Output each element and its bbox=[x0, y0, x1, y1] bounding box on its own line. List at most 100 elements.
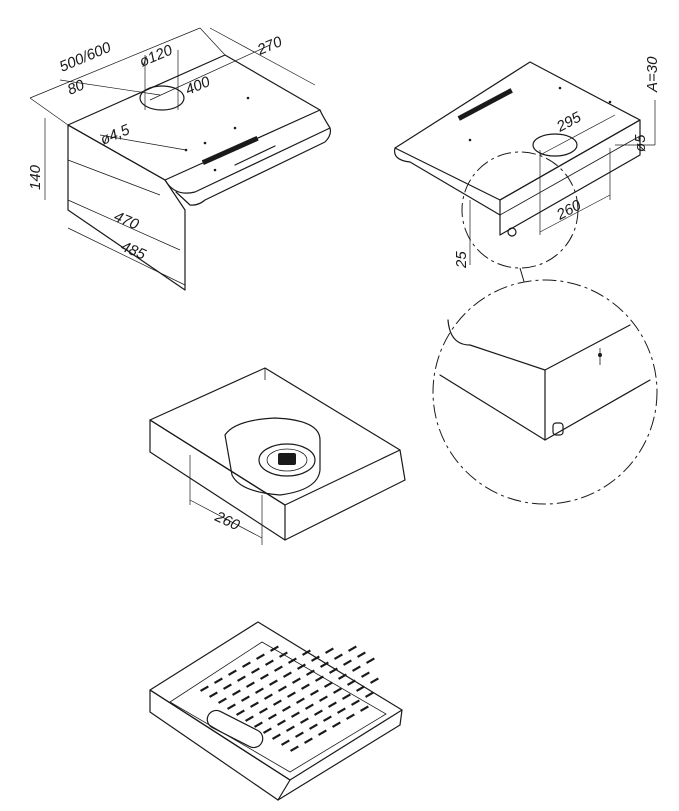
dim-rear-offset: 260 bbox=[553, 196, 585, 224]
filter-slot bbox=[357, 651, 366, 658]
filter-slot bbox=[325, 647, 334, 654]
filter-slot bbox=[235, 709, 245, 716]
filter-slot bbox=[300, 717, 309, 724]
filter-slot bbox=[269, 679, 278, 686]
dim-height: 140 bbox=[27, 164, 44, 190]
filter-slot bbox=[306, 669, 315, 676]
filter-slot bbox=[277, 719, 286, 726]
filter-slot bbox=[264, 693, 273, 700]
dim-duct-diameter: ø120 bbox=[137, 41, 176, 70]
filter-slot bbox=[314, 709, 323, 716]
filter-slot bbox=[279, 651, 288, 658]
filter-slot bbox=[259, 707, 268, 714]
filter-slot bbox=[304, 737, 313, 744]
filter-slot bbox=[272, 733, 281, 740]
view-detail-enlarged bbox=[432, 279, 658, 505]
filter-slot bbox=[273, 699, 282, 706]
filter-slot bbox=[250, 701, 259, 708]
dim-inner-width: 470 bbox=[111, 208, 141, 234]
filter-slot bbox=[268, 713, 277, 720]
filter-slot bbox=[333, 687, 342, 694]
filter-slot bbox=[297, 663, 306, 670]
filter-slot bbox=[332, 721, 341, 728]
filter-slot bbox=[342, 693, 351, 700]
filter-slot bbox=[356, 685, 365, 692]
filter-slot bbox=[283, 671, 292, 678]
filter-slot bbox=[360, 705, 369, 712]
filter-slot bbox=[328, 701, 337, 708]
filter-slot bbox=[236, 675, 246, 682]
filter-slot bbox=[270, 645, 279, 652]
filter-slot bbox=[214, 677, 223, 684]
filter-slot bbox=[320, 661, 329, 668]
filter-slot bbox=[254, 687, 264, 694]
filter-slot bbox=[222, 683, 232, 690]
filter-slot bbox=[291, 711, 300, 718]
filter-slot bbox=[347, 679, 356, 686]
filter-slot bbox=[315, 675, 324, 682]
view-fan-opening: 260 bbox=[149, 367, 406, 545]
filter-slot bbox=[302, 649, 311, 656]
filter-slot bbox=[290, 745, 299, 752]
filter-slot bbox=[274, 665, 283, 672]
filter-slot bbox=[251, 667, 260, 674]
dim-side-hole: ø5 bbox=[632, 134, 649, 152]
dimension-lines-rear bbox=[469, 100, 656, 265]
filter-slot bbox=[346, 713, 355, 720]
filter-slot bbox=[319, 695, 328, 702]
filter-slot bbox=[241, 661, 251, 668]
filter-slot bbox=[338, 673, 347, 680]
filter-slot bbox=[366, 657, 375, 664]
filter-slot bbox=[370, 677, 379, 684]
view-rear-dimensioned: 295 A=30 ø5 260 25 bbox=[393, 56, 661, 286]
filter-slot bbox=[301, 683, 310, 690]
filter-slot bbox=[281, 739, 290, 746]
filter-slot bbox=[348, 645, 357, 652]
filter-slot bbox=[343, 659, 352, 666]
detail-callout-large bbox=[432, 279, 658, 505]
filter-slot bbox=[278, 685, 287, 692]
dim-duct-offset: 80 bbox=[65, 76, 88, 98]
filter-slot bbox=[352, 665, 361, 672]
view-underside-filter bbox=[149, 621, 403, 801]
filter-slot bbox=[311, 655, 320, 662]
dimension-lines-fan bbox=[189, 455, 263, 545]
filter-slot bbox=[295, 731, 304, 738]
dim-depth-top: 270 bbox=[254, 33, 285, 59]
filter-slot bbox=[310, 689, 319, 696]
filter-slot bbox=[217, 697, 227, 704]
filter-slot bbox=[323, 715, 332, 722]
dim-outer-width: 485 bbox=[118, 238, 148, 264]
filter-slot bbox=[351, 699, 360, 706]
dim-rear-height: 25 bbox=[453, 251, 470, 269]
filter-slot bbox=[255, 653, 265, 660]
filter-slot bbox=[292, 677, 301, 684]
filter-slot bbox=[260, 673, 269, 680]
filter-slot bbox=[296, 697, 305, 704]
filter-slot bbox=[265, 659, 274, 666]
filter-slot bbox=[334, 653, 343, 660]
filter-slot bbox=[282, 705, 291, 712]
filter-slot bbox=[324, 681, 333, 688]
filter-slot bbox=[208, 691, 218, 698]
filter-slot bbox=[287, 691, 296, 698]
dim-angle: A=30 bbox=[644, 56, 661, 93]
filter-slot bbox=[337, 707, 346, 714]
filter-slot bbox=[231, 689, 241, 696]
view-front-dimensioned: 500/600 270 ø120 80 400 ø4,5 140 470 485 bbox=[27, 27, 332, 291]
filter-slot bbox=[361, 671, 370, 678]
dim-duct-spacing: 400 bbox=[183, 73, 213, 99]
filter-slot bbox=[286, 725, 295, 732]
filter-slot bbox=[309, 723, 318, 730]
dimension-lines-front bbox=[29, 27, 316, 286]
dim-rear-depth: 295 bbox=[553, 108, 585, 136]
filter-slot bbox=[318, 729, 327, 736]
filter-slot bbox=[246, 681, 255, 688]
filter-slot bbox=[227, 669, 237, 676]
dim-fan-depth: 260 bbox=[211, 508, 242, 535]
detail-callout-small bbox=[461, 151, 579, 269]
filter-slot bbox=[263, 727, 272, 734]
filter-slot bbox=[365, 691, 374, 698]
vent-slots-top bbox=[201, 135, 276, 166]
